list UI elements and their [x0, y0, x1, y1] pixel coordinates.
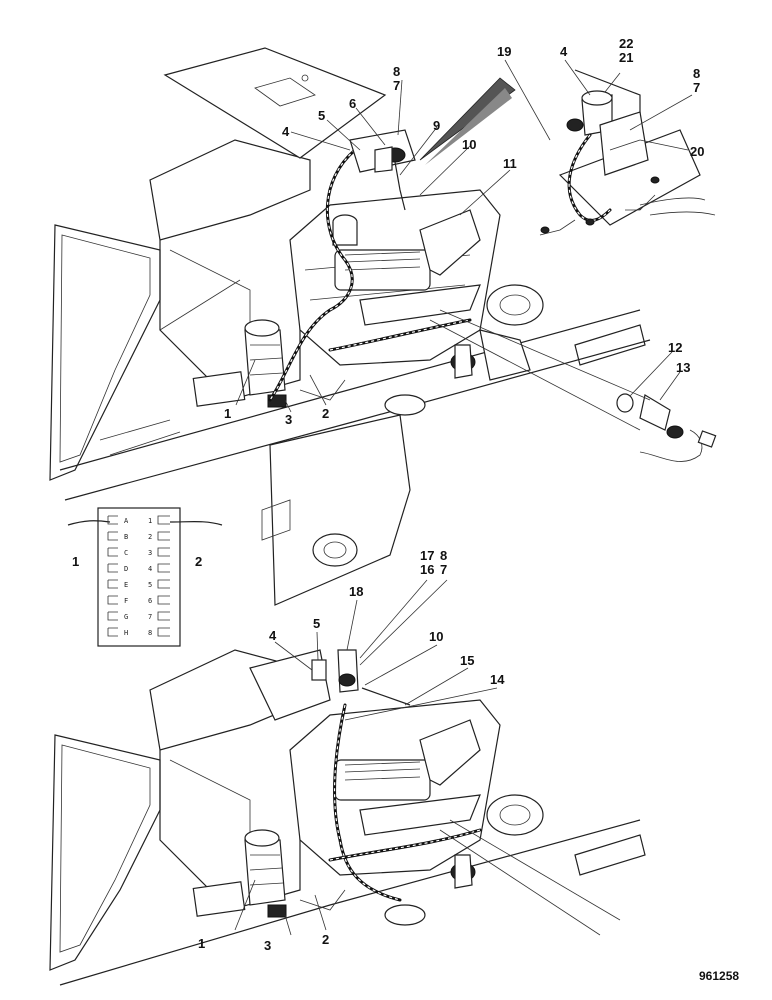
top-assembly	[49, 47, 717, 606]
callout-lower-17: 18	[349, 584, 363, 599]
connector-pin-socket-left	[107, 563, 118, 573]
callout-top-10: 10	[462, 137, 476, 152]
callout-top-6: 6	[349, 96, 356, 111]
callout-top-12: 12	[668, 340, 682, 355]
connector-pin-label-left: D	[124, 565, 128, 573]
connector-pin-socket-right	[157, 579, 170, 589]
connector-pin-socket-left	[107, 595, 118, 605]
connector-pin-label-left: E	[124, 581, 128, 589]
callout-top-2: 2	[322, 406, 329, 421]
connector-pin-label-right: 5	[148, 581, 152, 589]
callout-top-5: 5	[318, 108, 325, 123]
connector-pin-socket-left	[107, 515, 118, 525]
callout-top-9: 9	[433, 118, 440, 133]
connector-pin-label-right: 4	[148, 565, 152, 573]
callout-lower-14: 14	[490, 672, 505, 687]
callout-inset-8: 8	[693, 66, 700, 81]
callout-inset-21: 22	[619, 36, 633, 51]
connector-pin-label-left: F	[124, 597, 128, 605]
callout-lower-10: 10	[429, 629, 443, 644]
connector-pin-socket-left	[107, 531, 118, 541]
callout-lower-5: 5	[313, 616, 320, 631]
connector-pin-label-left: H	[124, 629, 128, 637]
callout-lower-16: 17	[420, 548, 434, 563]
connector-pin-socket-left	[107, 579, 118, 589]
connector-pin-socket-left	[107, 627, 118, 637]
drawing-reference-number: 961258	[699, 969, 739, 983]
callout-top-8: 8	[393, 64, 400, 79]
connector-pin-label-right: 6	[148, 597, 152, 605]
callout-top-13: 13	[676, 360, 690, 375]
callout-connector-2: 2	[195, 554, 202, 569]
connector-pin-socket-left	[107, 611, 118, 621]
callout-lower-1: 1	[198, 936, 205, 951]
callout-lower-15: 16	[420, 562, 434, 577]
callout-lower-4: 4	[269, 628, 277, 643]
callout-top-3: 3	[285, 412, 292, 427]
connector-pin-socket-right	[157, 627, 170, 637]
callout-lower-8: 8	[440, 548, 447, 563]
callout-lower-18: 15	[460, 653, 474, 668]
inset-assembly	[539, 69, 716, 236]
connector-pin-label-right: 3	[148, 549, 152, 557]
callout-lower-3: 3	[264, 938, 271, 953]
callout-top-7: 7	[393, 78, 400, 93]
callout-top-4: 4	[282, 124, 290, 139]
connector-pin-label-right: 2	[148, 533, 152, 541]
callout-inset-20: 21	[619, 50, 633, 65]
callout-top-11: 11	[503, 156, 517, 171]
connector-pin-socket-right	[157, 595, 170, 605]
connector-pin-label-left: C	[124, 549, 128, 557]
leader-lines	[234, 59, 693, 936]
callout-inset-19: 19	[497, 44, 511, 59]
callout-inset-22: 20	[690, 144, 704, 159]
connector-pin-label-left: A	[124, 517, 129, 525]
connector-pin-label-right: 1	[148, 517, 152, 525]
callout-connector-1: 1	[72, 554, 79, 569]
connector-pin-socket-right	[157, 611, 170, 621]
callout-top-1: 1	[224, 406, 231, 421]
connector-pin-label-right: 7	[148, 613, 152, 621]
connector-pin-socket-right	[157, 563, 170, 573]
connector-pin-label-left: B	[124, 533, 128, 541]
lower-assembly	[49, 649, 646, 986]
callouts: 1 2 3 4 5 6 7 8 9 10 11 12 13 19 4 22 21…	[72, 36, 739, 983]
callout-lower-7: 7	[440, 562, 447, 577]
callout-lower-2: 2	[322, 932, 329, 947]
connector-pin-socket-right	[157, 515, 170, 525]
connector-pin-socket-right	[157, 531, 170, 541]
connector-pin-label-right: 8	[148, 629, 152, 637]
callout-inset-7: 7	[693, 80, 700, 95]
connector-pin-label-left: G	[124, 613, 128, 621]
connector-pin-socket-right	[157, 547, 170, 557]
callout-inset-4: 4	[560, 44, 568, 59]
connector-pin-socket-left	[107, 547, 118, 557]
